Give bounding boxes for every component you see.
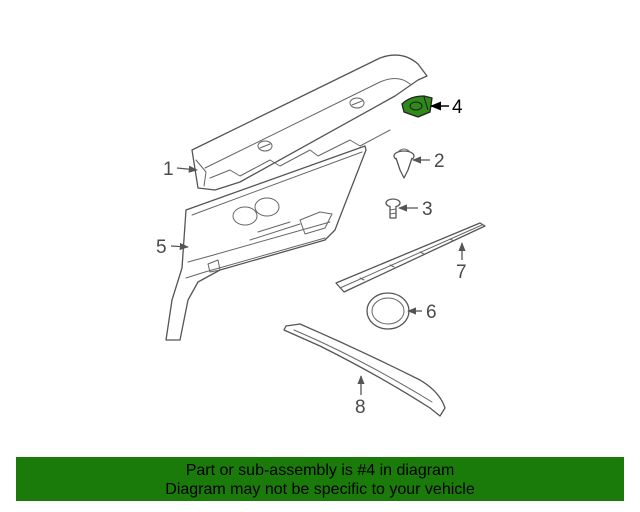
callout-4[interactable]: 4: [452, 97, 463, 118]
callout-3[interactable]: 3: [422, 199, 433, 220]
leader-line-1: [176, 165, 198, 173]
part-5-side-trim-panel[interactable]: [165, 145, 367, 341]
callout-6[interactable]: 6: [426, 302, 437, 323]
part-4-retainer-clip[interactable]: [401, 95, 433, 118]
callout-5[interactable]: 5: [156, 237, 167, 258]
callout-8[interactable]: 8: [355, 397, 366, 418]
leader-line-5: [170, 242, 189, 251]
callout-1[interactable]: 1: [163, 159, 174, 180]
banner-line-2: Diagram may not be specific to your vehi…: [165, 481, 475, 498]
part-3-screw[interactable]: [385, 198, 401, 219]
banner-line-1: Part or sub-assembly is #4 in diagram: [185, 462, 455, 479]
callout-7[interactable]: 7: [456, 262, 467, 283]
part-6-grommet-ring[interactable]: [366, 292, 410, 330]
info-banner: Part or sub-assembly is #4 in diagram Di…: [16, 457, 624, 501]
part-8-lower-trim-strip[interactable]: [283, 323, 446, 417]
callout-2[interactable]: 2: [434, 151, 445, 172]
part-2-push-clip[interactable]: [393, 148, 415, 179]
part-7-sill-strip[interactable]: [335, 222, 486, 293]
part-1-upper-trim-panel[interactable]: [191, 54, 428, 191]
